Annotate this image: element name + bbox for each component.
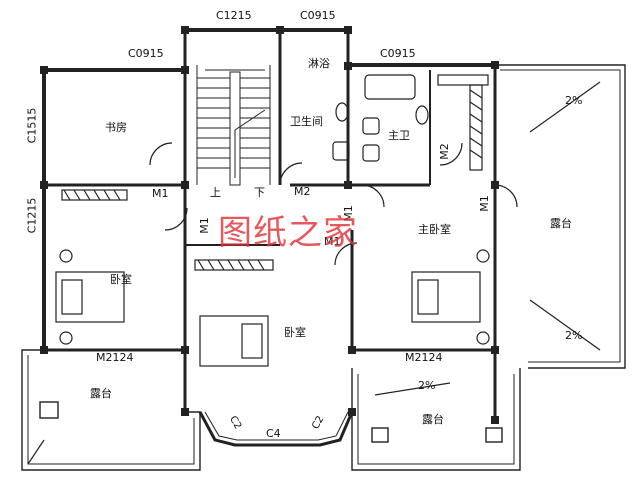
room-label-master-bath: 主卫 [388,129,410,142]
toilet-master [415,105,429,125]
room-label-study: 书房 [105,121,127,134]
slope-label-bottom: 2% [418,379,436,392]
toilet-bath [335,102,349,122]
window-label-c0915-right: C0915 [380,47,416,60]
bed-master-pillow [417,279,439,315]
door-label-m1-study: M1 [152,187,169,200]
door-swing-left [164,207,188,231]
room-label-shower: 淋浴 [308,57,330,70]
slope-arrow-bottom [529,299,601,351]
wardrobe-master-top [437,74,489,86]
door-label-m1-right: M1 [477,195,491,212]
terrace-right-outline [495,64,626,369]
door-swing-study [149,142,173,166]
sink-master-2 [362,144,380,162]
terrace-left-inner [27,355,195,465]
door-label-m1-hall: M1 [324,235,341,248]
nightstand-3 [476,249,490,263]
stair-label-up: 上 [210,186,221,199]
wardrobe-study-hatch [63,189,121,201]
door-swing-master [334,242,358,266]
wardrobe-master [469,84,483,171]
door-swing-hall [361,184,385,208]
terrace-bottom-outline [351,368,521,471]
window-label-c4: C4 [266,427,281,440]
room-label-bathroom: 卫生间 [290,115,323,128]
bed-left-pillow [61,279,83,315]
door-label-m2124-right: M2124 [405,351,443,364]
room-label-terrace-bottom: 露台 [422,413,444,426]
door-swing-master-bath [439,142,463,166]
bed-center [199,315,269,367]
bed-master [411,271,481,323]
room-label-terrace-right: 露台 [550,217,572,230]
room-label-bedroom-center: 卧室 [284,326,306,339]
room-label-master-bedroom: 主卧室 [418,223,451,236]
door-label-m2124-left: M2124 [96,351,134,364]
bay-window-inner [204,411,349,441]
bed-left [55,271,125,323]
terrace-right-inner [500,69,621,363]
slope-arrow-top [529,81,601,133]
wardrobe-master-hatch [469,89,483,159]
wardrobe-center-hatch [197,259,265,271]
terrace-left-corner [27,439,45,465]
terrace-post-2 [485,427,503,443]
door-label-m2-bath: M2 [294,185,311,198]
slope-label-top: 2% [565,94,583,107]
door-swing-bath [279,162,303,186]
door-label-m2-master-bath: M2 [437,143,451,160]
window-label-c1215-top: C1215 [216,9,252,22]
watermark: 图纸之家 [218,213,358,253]
sink-bath [332,141,350,161]
bed-center-pillow [241,323,263,359]
slope-label-bottom-right: 2% [565,329,583,342]
window-label-c0915-top: C0915 [300,9,336,22]
columns [40,26,499,424]
terrace-bottom-inner [357,374,515,465]
window-label-c1515: C1515 [25,107,39,144]
nightstand-1 [59,249,73,263]
door-label-m1-left: M1 [197,217,211,234]
stairs [196,65,271,186]
bay-window [198,411,354,447]
window-label-c0915-left: C0915 [128,47,164,60]
sink-master-1 [362,117,380,135]
terrace-left-outline [21,349,201,471]
room-label-bedroom-left: 卧室 [110,273,132,286]
stair-label-down: 下 [254,186,265,199]
room-label-terrace-left: 露台 [90,387,112,400]
bathtub [364,74,416,100]
nightstand-4 [476,331,490,345]
slope-arrow-bay [374,382,451,396]
terrace-post-1 [371,427,389,443]
nightstand-2 [59,331,73,345]
window-label-c1215-left: C1215 [25,197,39,234]
terrace-post-left [39,401,59,419]
